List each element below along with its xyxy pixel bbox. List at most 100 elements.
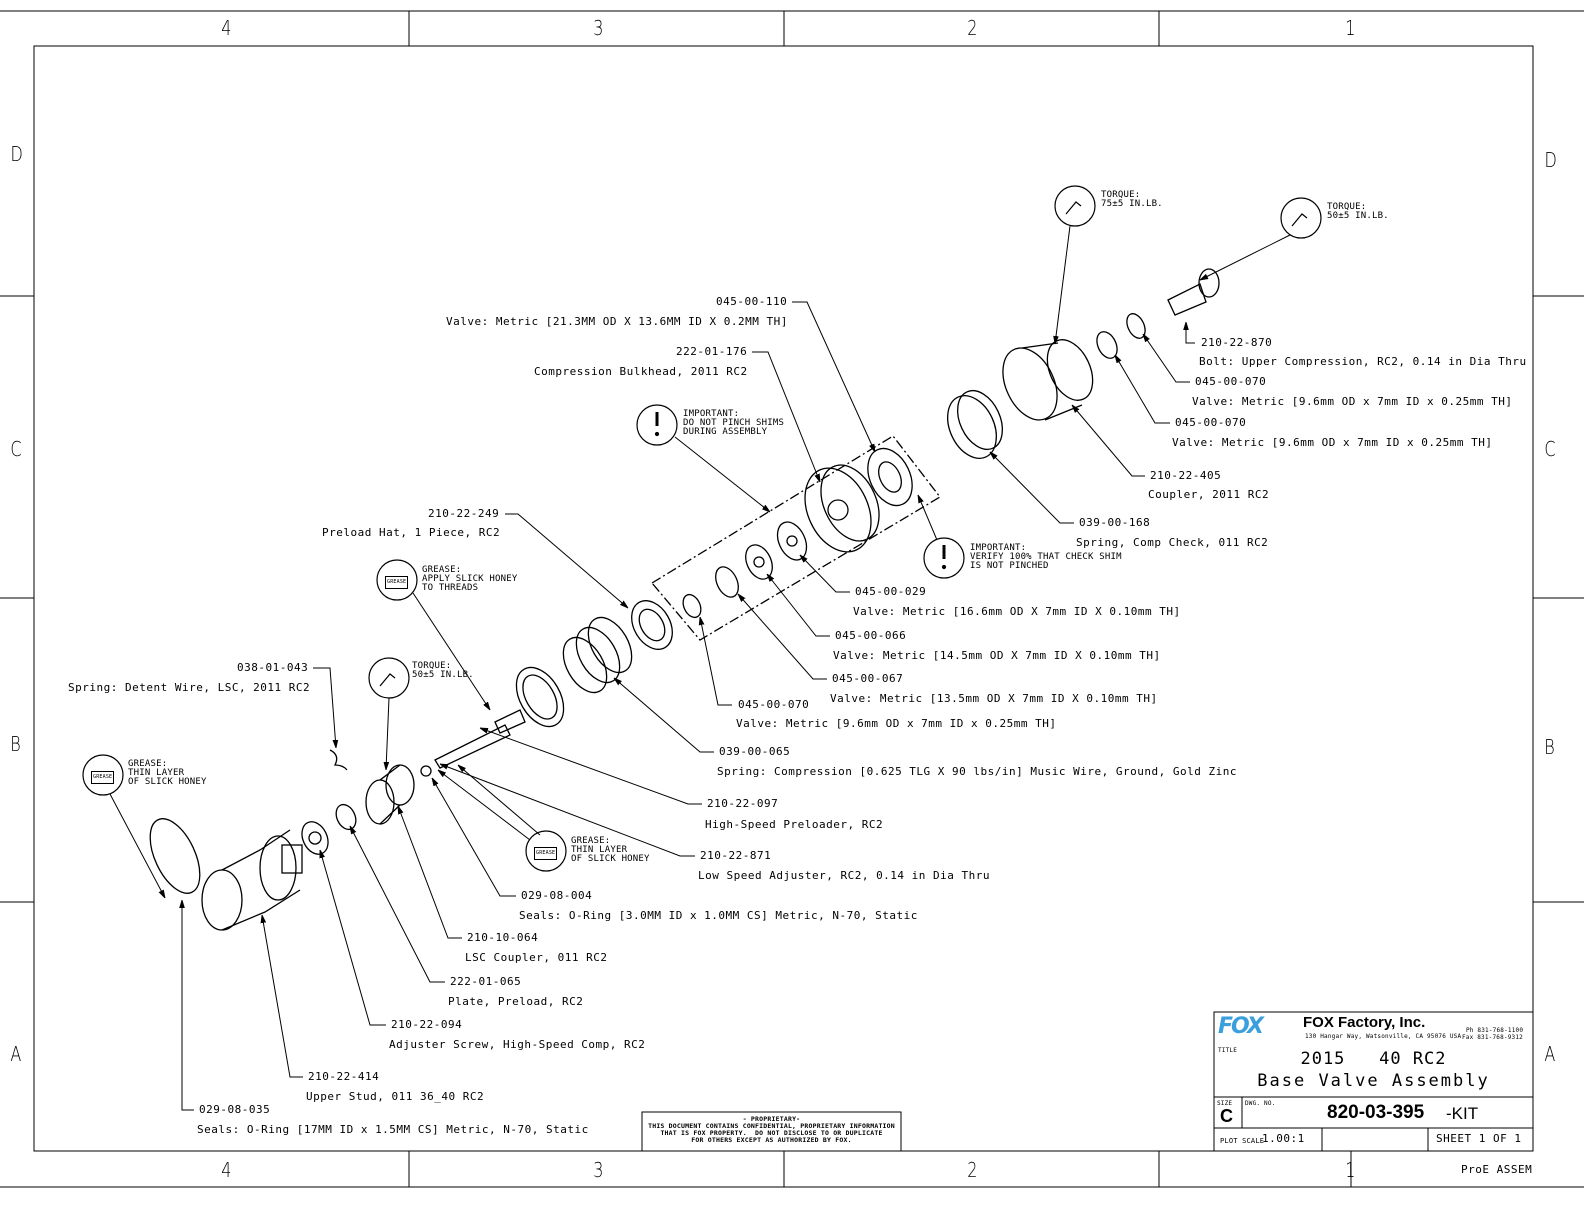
part-description: LSC Coupler, 011 RC2	[465, 951, 608, 964]
zone-row-d-left: D	[10, 142, 23, 166]
part-description: Valve: Metric [9.6mm OD x 7mm ID x 0.25m…	[736, 717, 1057, 730]
company-name: FOX Factory, Inc.	[1303, 1014, 1426, 1031]
part-description: Spring: Compression [0.625 TLG X 90 lbs/…	[717, 765, 1237, 778]
part-number: 045-00-110	[716, 295, 788, 308]
grease-icon: GREASE	[534, 847, 558, 860]
proprietary-notice: - PROPRIETARY- THIS DOCUMENT CONTAINS CO…	[648, 1115, 895, 1144]
part-number: 039-00-168	[1079, 516, 1151, 529]
part-number: 045-00-070	[1175, 416, 1247, 429]
part-number: 039-00-065	[719, 745, 791, 758]
part-number: 029-08-035	[199, 1103, 271, 1116]
part-number: 045-00-066	[835, 629, 907, 642]
part-number: 210-22-870	[1201, 336, 1273, 349]
part-description: Valve: Metric [14.5mm OD X 7mm ID X 0.10…	[833, 649, 1161, 662]
zone-row-b-right: B	[1544, 735, 1555, 759]
sheet-size: C	[1220, 1106, 1233, 1126]
part-description: Preload Hat, 1 Piece, RC2	[322, 526, 501, 539]
grease-note: GREASE: THIN LAYER OF SLICK HONEY	[128, 759, 207, 787]
part-number: 210-22-097	[707, 797, 779, 810]
part-description: Spring, Comp Check, 011 RC2	[1076, 536, 1269, 549]
zone-col-4-top: 4	[221, 16, 232, 40]
zone-row-c-right: C	[1544, 437, 1556, 461]
part-description: Seals: O-Ring [3.0MM ID x 1.0MM CS] Metr…	[519, 909, 918, 922]
title-block-lines	[641, 1011, 1534, 1187]
zone-row-d-right: D	[1544, 148, 1557, 172]
coupler	[1002, 339, 1094, 421]
note-circles	[82, 185, 1322, 872]
compression-bulkhead	[804, 464, 880, 553]
grease-note: GREASE: APPLY SLICK HONEY TO THREADS	[422, 565, 518, 593]
part-description: Coupler, 2011 RC2	[1148, 488, 1270, 501]
part-description: Seals: O-Ring [17MM ID x 1.5MM CS] Metri…	[197, 1123, 589, 1136]
zone-col-1-top: 1	[1345, 16, 1356, 40]
zone-col-1-bottom: 1	[1345, 1158, 1356, 1182]
part-description: Spring: Detent Wire, LSC, 2011 RC2	[68, 681, 311, 694]
upper-bolt	[1167, 268, 1220, 316]
important-note: IMPORTANT: DO NOT PINCH SHIMS DURING ASS…	[683, 409, 785, 437]
grease-icon: GREASE	[91, 771, 115, 784]
part-number: 045-00-070	[1195, 375, 1267, 388]
part-number: 222-01-065	[450, 975, 522, 988]
part-number: 210-22-871	[700, 849, 772, 862]
part-description: Valve: Metric [13.5mm OD X 7mm ID X 0.10…	[830, 692, 1158, 705]
part-description: Adjuster Screw, High-Speed Comp, RC2	[389, 1038, 646, 1051]
important-note: IMPORTANT: VERIFY 100% THAT CHECK SHIM I…	[970, 543, 1122, 571]
drawing-title-line1: 2015 40 RC2	[1300, 1049, 1447, 1069]
zone-row-a-right: A	[1544, 1042, 1556, 1066]
dwg-no-label: DWG. NO.	[1245, 1100, 1276, 1107]
title-label: TITLE	[1218, 1047, 1238, 1054]
grease-note: GREASE: THIN LAYER OF SLICK HONEY	[571, 836, 650, 864]
torque-note: TORQUE: 50±5 IN.LB.	[1327, 202, 1389, 221]
part-number: 038-01-043	[237, 661, 309, 674]
part-description: Valve: Metric [9.6mm OD x 7mm ID x 0.25m…	[1192, 395, 1513, 408]
zone-col-3-bottom: 3	[593, 1158, 604, 1182]
upper-stud	[201, 829, 303, 931]
part-description: Compression Bulkhead, 2011 RC2	[534, 365, 748, 378]
grease-icon: GREASE	[385, 576, 409, 589]
zone-row-c-left: C	[10, 437, 22, 461]
sheet-number: SHEET 1 OF 1	[1436, 1132, 1522, 1145]
part-description: Valve: Metric [9.6mm OD x 7mm ID x 0.25m…	[1172, 436, 1493, 449]
part-description: Low Speed Adjuster, RC2, 0.14 in Dia Thr…	[698, 869, 991, 882]
drawing-suffix: -KIT	[1446, 1104, 1479, 1123]
part-description: Valve: Metric [21.3MM OD X 13.6MM ID X 0…	[446, 315, 788, 328]
part-number: 222-01-176	[676, 345, 748, 358]
part-description: Bolt: Upper Compression, RC2, 0.14 in Di…	[1199, 355, 1527, 368]
drawing-title-line2: Base Valve Assembly	[1257, 1071, 1490, 1091]
leader-lines	[109, 225, 1291, 1111]
fox-logo: FOX	[1218, 1014, 1264, 1039]
zone-row-b-left: B	[10, 732, 21, 756]
software-label: ProE ASSEM	[1461, 1163, 1533, 1176]
drawing-number: 820-03-395	[1327, 1102, 1425, 1123]
sheet-frame	[0, 10, 1584, 1188]
part-description: Upper Stud, 011 36_40 RC2	[306, 1090, 485, 1103]
zone-col-4-bottom: 4	[221, 1158, 232, 1182]
company-address: 130 Hangar Way, Watsonville, CA 95076 US…	[1305, 1033, 1462, 1040]
part-number: 210-22-405	[1150, 469, 1222, 482]
plot-scale-label: PLOT SCALE	[1220, 1137, 1265, 1145]
part-description: Plate, Preload, RC2	[448, 995, 584, 1008]
company-fax: Fax 831-768-9312	[1462, 1034, 1523, 1041]
lsc-coupler	[365, 764, 415, 825]
part-description: High-Speed Preloader, RC2	[705, 818, 884, 831]
zone-row-a-left: A	[10, 1042, 22, 1066]
torque-note: TORQUE: 75±5 IN.LB.	[1101, 190, 1163, 209]
zone-col-3-top: 3	[593, 16, 604, 40]
zone-col-2-bottom: 2	[967, 1158, 978, 1182]
part-number: 045-00-029	[855, 585, 927, 598]
part-description: Valve: Metric [16.6mm OD X 7mm ID X 0.10…	[853, 605, 1181, 618]
part-number: 210-22-094	[391, 1018, 463, 1031]
part-number: 210-10-064	[467, 931, 539, 944]
torque-note: TORQUE: 50±5 IN.LB.	[412, 661, 474, 680]
company-phone: Ph 831-768-1100	[1466, 1027, 1524, 1034]
plot-scale: 1.00:1	[1262, 1132, 1305, 1145]
size-label: SIZE	[1217, 1100, 1233, 1107]
part-number: 045-00-070	[738, 698, 810, 711]
part-number: 045-00-067	[832, 672, 904, 685]
zone-col-2-top: 2	[967, 16, 978, 40]
part-number: 210-22-414	[308, 1070, 380, 1083]
compression-spring	[562, 616, 633, 694]
part-number: 210-22-249	[428, 507, 500, 520]
